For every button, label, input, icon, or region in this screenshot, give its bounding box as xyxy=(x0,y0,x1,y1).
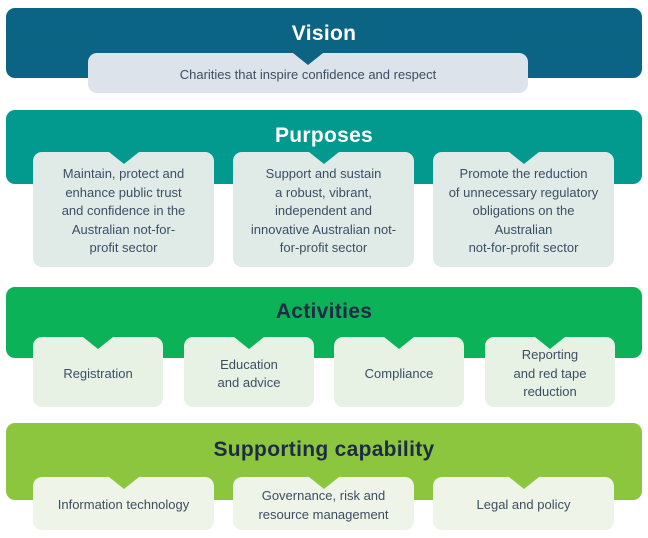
activity-card-label: Registration xyxy=(63,365,133,381)
capability-card-information-technology: Information technology xyxy=(33,477,214,530)
activities-title: Activities xyxy=(275,300,373,323)
purpose-card-label: Maintain, protect and enhance public tru… xyxy=(61,166,186,256)
capability-card-legal-policy: Legal and policy xyxy=(433,477,614,530)
notch-pointer xyxy=(83,337,113,349)
purpose-card-support-sustain: Support and sustain a robust, vibrant, i… xyxy=(233,152,414,267)
purposes-title: Purposes xyxy=(274,124,374,147)
capability-card-label: Governance, risk and resource management xyxy=(258,488,389,522)
purpose-card-label: Promote the reduction of unnecessary reg… xyxy=(448,166,599,256)
activity-card-label: Education and advice xyxy=(217,356,281,390)
notch-pointer xyxy=(108,477,139,489)
notch-pointer xyxy=(293,53,323,65)
notch-pointer xyxy=(308,152,339,164)
activity-card-reporting: Reporting and red tape reduction xyxy=(485,337,615,407)
notch-pointer xyxy=(108,152,139,164)
activity-card-label: Compliance xyxy=(364,365,434,381)
purpose-card-public-trust: Maintain, protect and enhance public tru… xyxy=(33,152,214,267)
vision-title: Vision xyxy=(291,22,357,45)
vision-card: Charities that inspire confidence and re… xyxy=(88,53,528,93)
vision-card-label: Charities that inspire confidence and re… xyxy=(179,66,437,82)
activity-card-registration: Registration xyxy=(33,337,163,407)
notch-pointer xyxy=(508,152,539,164)
activity-card-education: Education and advice xyxy=(184,337,314,407)
notch-pointer xyxy=(535,337,565,349)
notch-pointer xyxy=(508,477,539,489)
purpose-card-label: Support and sustain a robust, vibrant, i… xyxy=(250,166,397,256)
supporting-capability-title: Supporting capability xyxy=(213,438,435,461)
notch-pointer xyxy=(308,477,339,489)
capability-card-governance: Governance, risk and resource management xyxy=(233,477,414,530)
purpose-card-red-tape: Promote the reduction of unnecessary reg… xyxy=(433,152,614,267)
activity-card-compliance: Compliance xyxy=(334,337,464,407)
activity-card-label: Reporting and red tape reduction xyxy=(513,347,587,400)
capability-card-label: Legal and policy xyxy=(476,497,571,513)
capability-card-label: Information technology xyxy=(57,497,190,513)
notch-pointer xyxy=(384,337,414,349)
notch-pointer xyxy=(234,337,264,349)
